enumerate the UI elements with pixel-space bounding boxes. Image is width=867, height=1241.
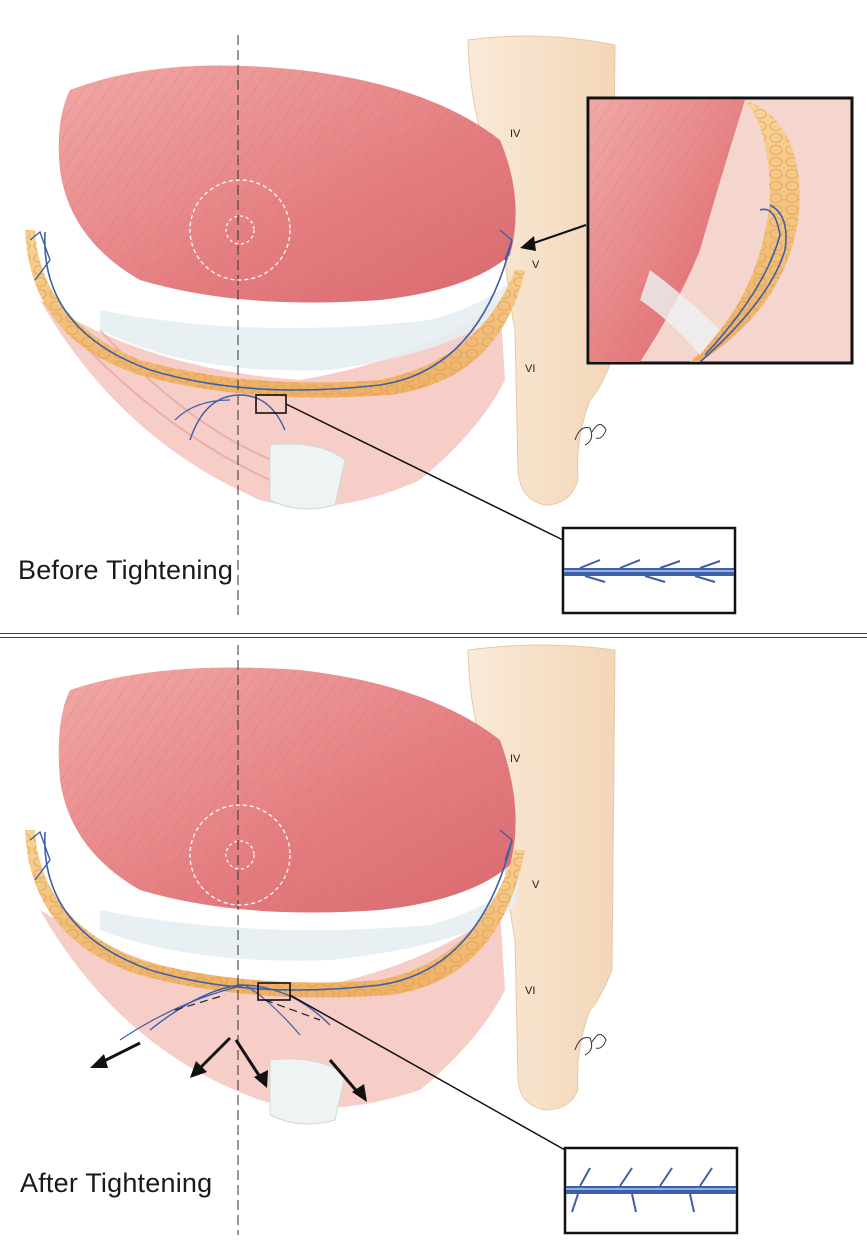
level-label-vi: VI (525, 985, 536, 997)
target-circle-inner (225, 840, 255, 870)
suture-inset-after (563, 1146, 739, 1235)
tightening-arrows (90, 1036, 367, 1102)
level-label-v: V (532, 879, 540, 891)
level-label-iv: IV (510, 753, 521, 765)
white-pad (269, 1058, 346, 1125)
level-label-v: V (532, 259, 540, 271)
before-panel: IV V VI Before Tightening (18, 35, 854, 620)
after-panel: IV V VI After Tightening (0, 640, 867, 1241)
artist-signature (574, 424, 607, 446)
artist-signature (574, 1034, 607, 1056)
target-circle-outer (189, 179, 291, 281)
fascia-band (100, 875, 520, 961)
caption-after: After Tightening (20, 1168, 213, 1198)
suture-inset-before (561, 526, 737, 615)
target-circle-inner (225, 215, 255, 245)
level-label-iv: IV (510, 128, 521, 140)
zoom-inset (586, 96, 854, 365)
after-illustration (25, 644, 739, 1235)
level-label-vi: VI (525, 363, 536, 375)
before-illustration (25, 35, 854, 620)
target-circle-outer (189, 804, 291, 906)
white-pad (269, 443, 346, 510)
suture-path (44, 231, 513, 391)
fascia-band (100, 270, 520, 371)
detail-marker-box (257, 982, 291, 1001)
panel-divider (0, 633, 867, 638)
lower-muscle (40, 910, 505, 1108)
caption-before: Before Tightening (18, 555, 234, 585)
